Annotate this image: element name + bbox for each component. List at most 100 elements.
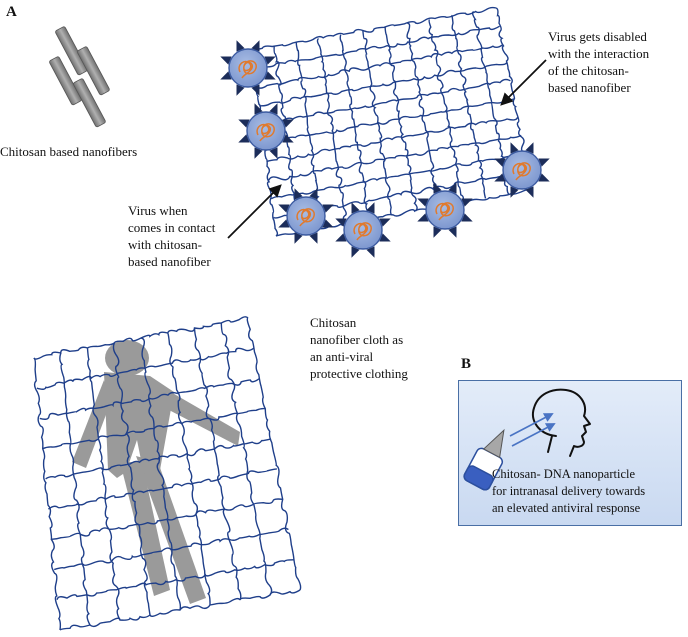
virus-spike bbox=[417, 198, 429, 207]
mesh-fiber bbox=[362, 30, 393, 216]
virus-spike bbox=[335, 218, 347, 227]
virus-spike bbox=[461, 198, 473, 207]
text-line: with chitosan- bbox=[128, 237, 203, 252]
virus-spike bbox=[269, 147, 278, 159]
virus-body bbox=[228, 48, 268, 88]
mesh-fiber bbox=[316, 37, 347, 224]
virus-spike bbox=[379, 233, 391, 242]
virus-spike bbox=[335, 233, 347, 242]
virus-spike bbox=[294, 232, 303, 244]
virus-spike bbox=[251, 84, 260, 96]
text-line: based nanofiber bbox=[128, 254, 211, 269]
virus-body bbox=[502, 150, 542, 190]
mesh-fiber bbox=[254, 25, 500, 70]
virus-spike bbox=[309, 232, 318, 244]
virus-spike bbox=[251, 40, 260, 52]
mesh-fiber bbox=[112, 342, 151, 616]
virus-spike bbox=[525, 142, 534, 154]
virus-spike bbox=[433, 182, 442, 194]
arrow-icon bbox=[227, 184, 282, 239]
text-line: an anti-viral bbox=[310, 349, 374, 364]
virus-spike bbox=[309, 188, 318, 200]
virus-icon bbox=[335, 202, 391, 258]
viral-rna bbox=[238, 60, 257, 79]
virus-spike bbox=[238, 134, 250, 143]
virus-body bbox=[343, 210, 383, 250]
mesh-fiber bbox=[33, 357, 62, 631]
text-line: Chitosan- DNA nanoparticle bbox=[492, 467, 636, 481]
nanofiber-cloth-mesh bbox=[33, 316, 302, 631]
text-line: nanofiber cloth as bbox=[310, 332, 404, 347]
virus-spike bbox=[322, 204, 334, 213]
virus-spike bbox=[494, 158, 506, 167]
mesh-fiber bbox=[260, 78, 511, 125]
arrow-icon bbox=[500, 59, 547, 106]
nanofiber-rod bbox=[77, 46, 110, 96]
mesh-fiber bbox=[59, 352, 91, 626]
virus-spike bbox=[278, 219, 290, 228]
virus-contact-label: Virus when comes in contact with chitosa… bbox=[128, 202, 215, 270]
virus-spike bbox=[220, 71, 232, 80]
virus-body bbox=[286, 196, 326, 236]
virus-spike bbox=[448, 226, 457, 238]
text-line: for intranasal delivery towards bbox=[492, 484, 646, 498]
mesh-fiber bbox=[193, 327, 242, 601]
nanofiber-rod bbox=[49, 56, 82, 106]
mesh-fiber bbox=[47, 468, 278, 510]
virus-spike bbox=[494, 173, 506, 182]
text-line: of the chitosan- bbox=[548, 63, 629, 78]
virus-spike bbox=[525, 186, 534, 198]
mesh-fiber bbox=[339, 34, 370, 220]
arrow-icon bbox=[511, 423, 556, 447]
mesh-fiber bbox=[266, 116, 519, 163]
text-line: Chitosan bbox=[310, 315, 357, 330]
nanofiber-rod bbox=[73, 78, 106, 128]
virus-spike bbox=[282, 119, 294, 128]
virus-spike bbox=[448, 182, 457, 194]
virus-spike bbox=[366, 202, 375, 214]
virus-icon bbox=[494, 142, 550, 198]
virus-disabled-label: Virus gets disabled with the interaction… bbox=[548, 28, 649, 96]
mesh-fiber bbox=[450, 14, 487, 199]
virus-spike bbox=[238, 119, 250, 128]
virus-spike bbox=[322, 219, 334, 228]
mesh-fiber bbox=[259, 62, 508, 107]
virus-spike bbox=[294, 188, 303, 200]
text-line: an elevated antiviral response bbox=[492, 501, 641, 515]
virus-spike bbox=[269, 103, 278, 115]
mesh-fiber bbox=[295, 42, 324, 228]
virus-spike bbox=[264, 56, 276, 65]
human-head-icon bbox=[532, 388, 591, 457]
mesh-fiber bbox=[45, 438, 272, 480]
virus-icon bbox=[220, 40, 276, 96]
virus-group bbox=[220, 40, 550, 258]
mesh-fiber bbox=[256, 43, 504, 89]
virus-spike bbox=[254, 103, 263, 115]
dna-nanoparticle-label: Chitosan- DNA nanoparticle for intranasa… bbox=[492, 466, 645, 517]
text-line: Virus gets disabled bbox=[548, 29, 647, 44]
viral-rna bbox=[353, 222, 372, 241]
mesh-fiber bbox=[140, 337, 182, 611]
arrow-icon bbox=[509, 413, 554, 437]
virus-spike bbox=[220, 56, 232, 65]
text-line: comes in contact bbox=[128, 220, 216, 235]
nanofibers-label: Chitosan based nanofibers bbox=[0, 144, 138, 159]
cloth-label: Chitosan nanofiber cloth as an anti-vira… bbox=[310, 314, 408, 382]
mesh-fiber bbox=[56, 559, 295, 600]
virus-spike bbox=[538, 173, 550, 182]
virus-spike bbox=[510, 186, 519, 198]
person-silhouette-icon bbox=[72, 340, 240, 604]
nasal-spray-icon bbox=[463, 428, 505, 491]
panel-b-label: B bbox=[461, 356, 472, 372]
virus-spike bbox=[236, 84, 245, 96]
nanofiber-rod-icon bbox=[49, 26, 110, 128]
virus-spike bbox=[282, 134, 294, 143]
virus-spike bbox=[264, 71, 276, 80]
mesh-fiber bbox=[384, 27, 418, 212]
text-line: Virus when bbox=[128, 203, 188, 218]
viral-rna bbox=[256, 123, 275, 142]
panel-a-label: A bbox=[6, 4, 17, 20]
text-line: with the interaction bbox=[548, 46, 650, 61]
